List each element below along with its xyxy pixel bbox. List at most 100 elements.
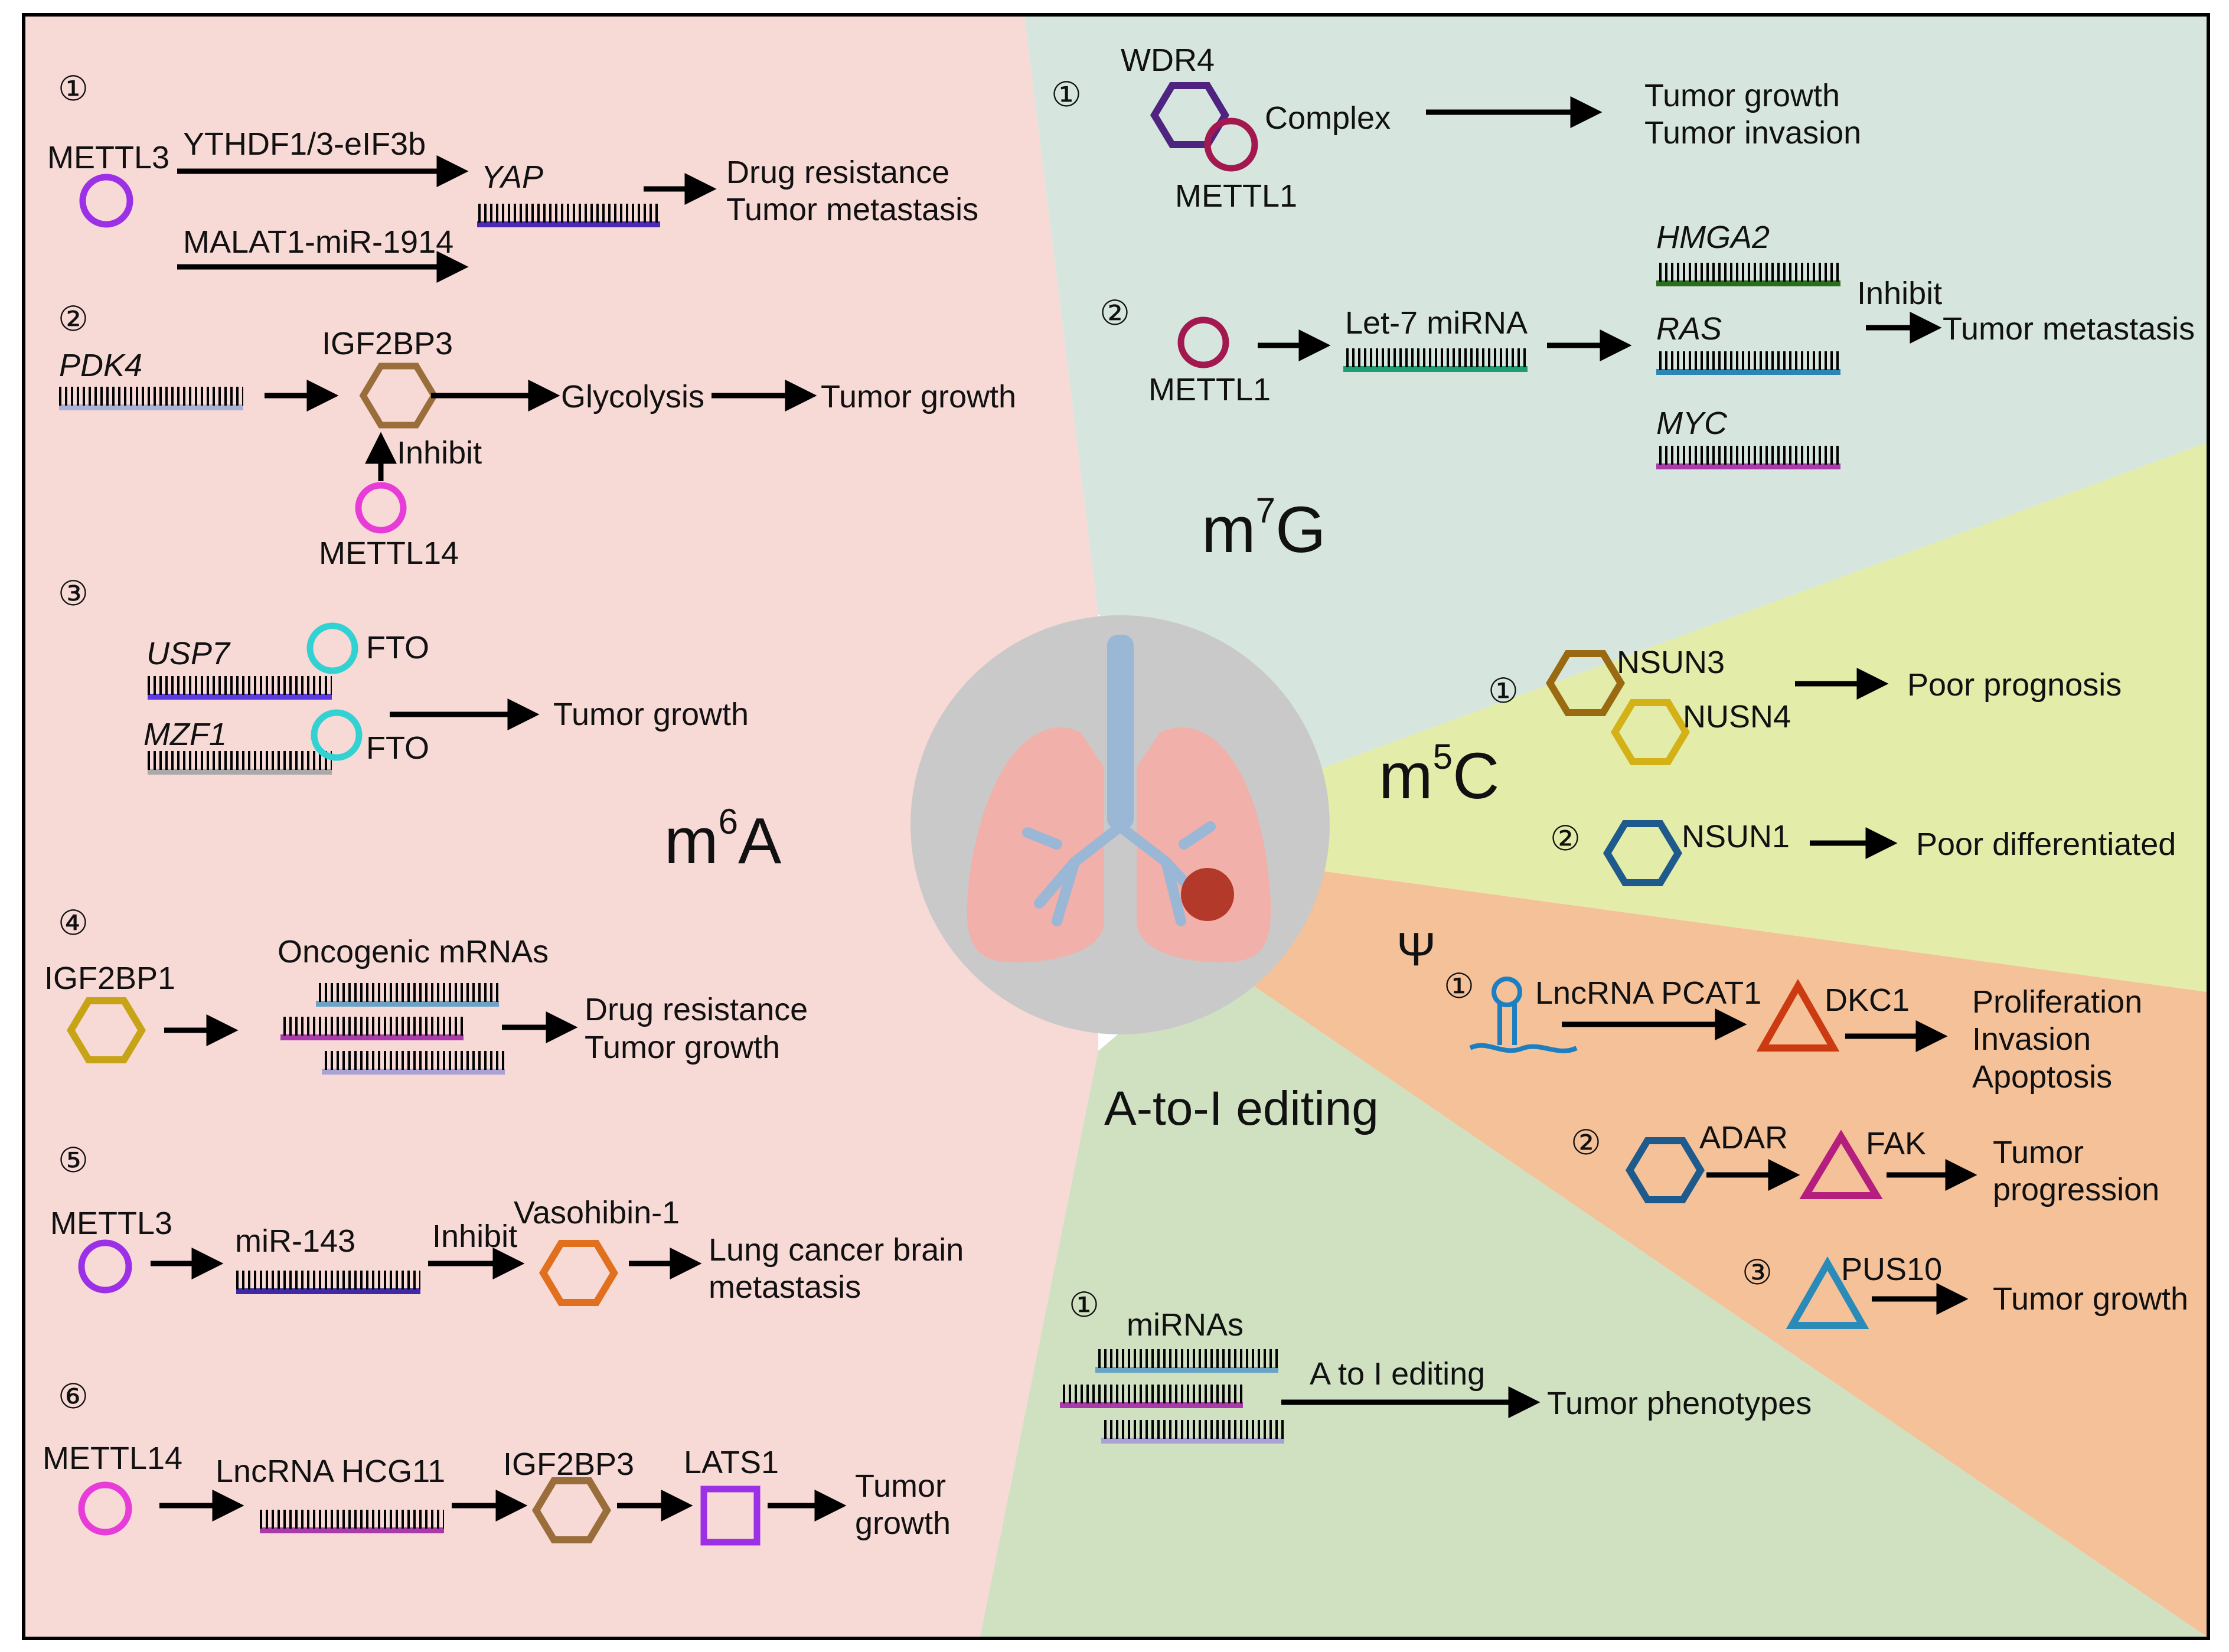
m6a-pathway-2: ② PDK4 IGF2BP3 Glycolysis Tumor growth I… [58,299,1016,571]
eraser-circle-icon [311,709,363,761]
eraser-label: FTO [366,730,429,766]
m6a-region [25,17,1098,1637]
fak-triangle-icon [1799,1129,1883,1199]
target-hexagon-icon [539,1240,618,1306]
atoi-title: A-to-I editing [1104,1082,1379,1135]
rna-strand-icon [59,387,243,410]
trachea [1107,635,1134,830]
outcome-label: Tumor growth [553,697,749,732]
m7g-title: m7G [1202,491,1326,566]
complex-label: Complex [1265,100,1391,136]
writer-circle-icon [1177,316,1229,368]
step-number: ④ [58,903,89,943]
reader-label: IGF2BP3 [503,1447,634,1482]
target-label: Vasohibin-1 [514,1195,680,1230]
enzyme-label: METTL14 [43,1441,182,1476]
adar-hexagon-icon [1626,1137,1705,1203]
inhibit-label: Inhibit [397,435,482,471]
reader-label: IGF2BP3 [322,326,453,361]
gene-label: HMGA2 [1656,220,1770,255]
pus10-triangle-icon [1786,1256,1869,1329]
rna-strand-icon [322,1051,505,1075]
reader-hexagon-icon [359,363,438,429]
mirna-label: Let-7 miRNA [1345,305,1528,341]
target-label: LATS1 [684,1445,779,1480]
enzyme-label: METTL3 [50,1206,172,1241]
step-label: A to I editing [1310,1356,1485,1392]
m6a-title: m6A [664,802,782,877]
m6a-pathway-1: ① METTL3 YTHDF1/3-eIF3b MALAT1-miR-1914 … [47,68,978,283]
m7g-region [1024,17,2207,785]
outcome-label: Tumor growth [1993,1281,2188,1317]
protein-label: WDR4 [1121,43,1215,78]
writer-circle-icon [355,482,407,534]
step-number: ② [1550,818,1581,858]
rna-strand-icon [148,751,332,775]
rna-strand-icon [280,1017,464,1040]
atoi-region [980,956,2207,1637]
rna-strand-icon [1656,263,1840,286]
enzyme-label: METTL3 [47,140,169,175]
lung-illustration [910,615,1330,1034]
outcome-label: Invasion [1972,1021,2091,1057]
rna-strand-icon [148,676,332,700]
gene-label: USP7 [146,636,231,671]
enzyme-label: NSUN1 [1682,819,1790,854]
enzyme-label: FAK [1866,1126,1926,1161]
background-sectors [22,13,2210,1640]
writer-circle-icon [78,1481,132,1536]
rna-strand-icon [1656,446,1840,469]
outcome-label: Tumor [855,1468,946,1504]
step-number: ① [1051,74,1082,115]
m5c-pathway-2: ② NSUN1 Poor differentiated [1550,818,2176,886]
writer-circle-icon [78,1239,132,1294]
rna-strand-icon [1343,348,1528,372]
writer-circle-icon [79,174,133,228]
lnc-label: LncRNA PCAT1 [1535,975,1761,1011]
enzyme-label: NUSN4 [1683,699,1791,734]
outcome-label: Apoptosis [1972,1059,2112,1095]
protein-label: METTL1 [1175,178,1297,214]
psi-title: Ψ [1396,923,1436,975]
eraser-label: FTO [366,630,429,665]
reader-label: IGF2BP1 [44,961,175,996]
outcome-label: Tumor growth [1644,78,1840,113]
step-number: ① [58,68,89,109]
step-number: ① [1488,671,1519,711]
psi-region [1210,868,2207,1637]
outcome-label: Poor differentiated [1916,827,2176,862]
enzyme-label: NSUN3 [1617,645,1725,680]
step-number: ② [58,299,89,339]
enzyme-label: DKC1 [1825,982,1910,1018]
path-label: YTHDF1/3-eIF3b [183,126,426,162]
enzyme-label: METTL14 [319,536,459,571]
psi-pathway-2: ② ADAR FAK Tumor progression [1571,1120,2159,1207]
outcome-label: Tumor [1993,1135,2084,1170]
rna-strand-icon [236,1271,420,1294]
mettl1-circle-icon [1204,117,1258,172]
nsun3-hexagon-icon [1546,650,1625,716]
tumor [1181,868,1234,921]
outcome-label: Tumor metastasis [726,192,978,227]
rna-strand-icon [1095,1349,1278,1373]
lncrna-hairpin-icon [1469,977,1578,1053]
rnas-label: miRNAs [1127,1307,1244,1343]
nusn4-hexagon-icon [1611,699,1690,765]
outcome-label: Drug resistance [726,155,949,190]
m5c-pathway-1: ① NSUN3 NUSN4 Poor prognosis [1488,645,2122,765]
outcome-label: progression [1993,1172,2159,1207]
psi-pathway-3: ③ PUS10 Tumor growth [1742,1252,2188,1329]
inhibit-label: Inhibit [1857,276,1942,311]
path-label: MALAT1-miR-1914 [183,224,453,260]
m6a-pathway-4: ④ IGF2BP1 Oncogenic mRNAs Drug resistanc… [44,903,808,1075]
m6a-pathway-6: ⑥ METTL14 LncRNA HCG11 IGF2BP3 LATS1 Tum… [43,1376,951,1546]
mirna-label: miR-143 [235,1223,355,1259]
enzyme-label: ADAR [1699,1120,1788,1155]
rna-strand-icon [1101,1420,1284,1444]
m5c-region [1275,443,2207,992]
dkc1-triangle-icon [1756,978,1840,1052]
enzyme-label: PUS10 [1841,1252,1942,1287]
outcome-label: Proliferation [1972,984,2142,1020]
step-number: ② [1571,1122,1601,1163]
m7g-pathway-1: ① WDR4 Complex METTL1 Tumor growth Tumor… [1051,43,1861,214]
